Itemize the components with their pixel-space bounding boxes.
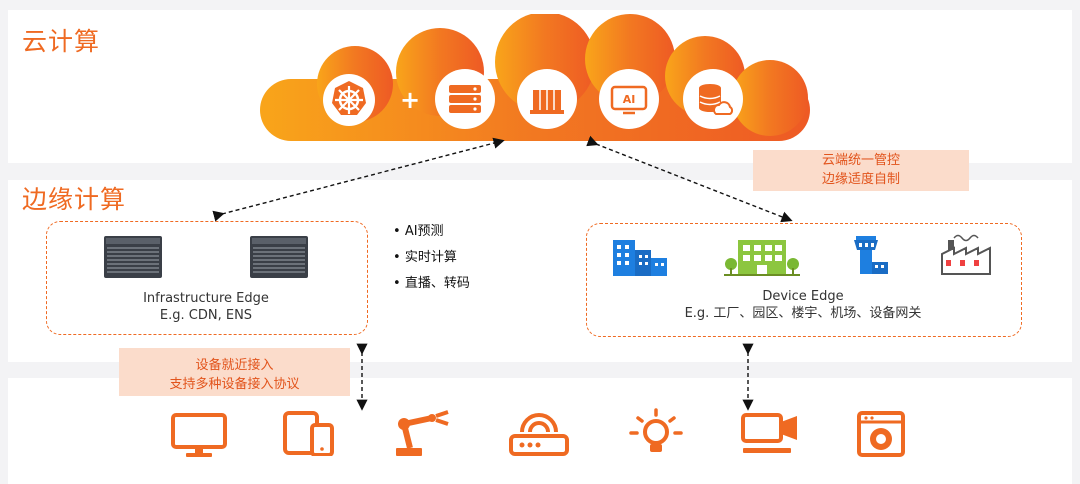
database-cloud-icon: [682, 68, 744, 134]
ai-icon-text: AI: [623, 93, 636, 106]
device-edge-line1: Device Edge: [762, 289, 844, 304]
infrastructure-edge-line2: E.g. CDN, ENS: [159, 308, 253, 323]
list-item: AI预测: [393, 220, 470, 246]
cloud-edge-note-line1: 云端统一管控: [821, 153, 900, 168]
server-rack-icon: [250, 236, 308, 282]
cloud-infra-arrow: [212, 137, 505, 222]
factory-icon: [940, 230, 992, 280]
server-rack-icon: [104, 236, 162, 282]
helm-wheel-icon: [318, 72, 380, 132]
server-stack-icon: [434, 68, 496, 134]
cloud-device-arrow: [586, 135, 793, 223]
device-edge-line2: E.g. 工厂、园区、楼宇、机场、设备网关: [684, 306, 922, 321]
container-icon: [516, 68, 578, 134]
list-item: 直播、转码: [393, 272, 470, 298]
control-tower-icon: [848, 234, 890, 280]
device-access-note-line2: 支持多种设备接入协议: [169, 377, 300, 392]
infrastructure-edge-label: Infrastructure Edge E.g. CDN, ENS: [46, 290, 366, 324]
cloud-title: 云计算: [22, 27, 101, 56]
edge-capability-list: AI预测 实时计算 直播、转码: [393, 220, 470, 298]
light-bulb-icon: [628, 408, 684, 462]
camera-icon: [740, 412, 800, 460]
monitor-icon: [170, 412, 228, 462]
device-access-note-line1: 设备就近接入: [195, 358, 274, 373]
device-access-note: 设备就近接入 支持多种设备接入协议: [119, 348, 350, 396]
ai-icon: AI: [598, 68, 660, 134]
tablet-phone-icon: [282, 410, 334, 460]
list-item: 实时计算: [393, 246, 470, 272]
infrastructure-edge-box: [46, 221, 368, 335]
city-buildings-icon: [611, 236, 669, 280]
plus-sign: +: [400, 86, 421, 114]
office-building-icon: [724, 234, 800, 280]
edge-band: [8, 180, 1072, 362]
router-icon: [508, 410, 570, 462]
robot-arm-icon: [392, 410, 454, 462]
washing-machine-icon: [856, 410, 906, 462]
edge-title: 边缘计算: [22, 185, 127, 214]
cloud-edge-note-line2: 边缘适度自制: [821, 172, 900, 187]
infrastructure-edge-line1: Infrastructure Edge: [143, 291, 269, 306]
device-edge-box: [586, 223, 1022, 337]
device-edge-label: Device Edge E.g. 工厂、园区、楼宇、机场、设备网关: [586, 288, 1020, 322]
